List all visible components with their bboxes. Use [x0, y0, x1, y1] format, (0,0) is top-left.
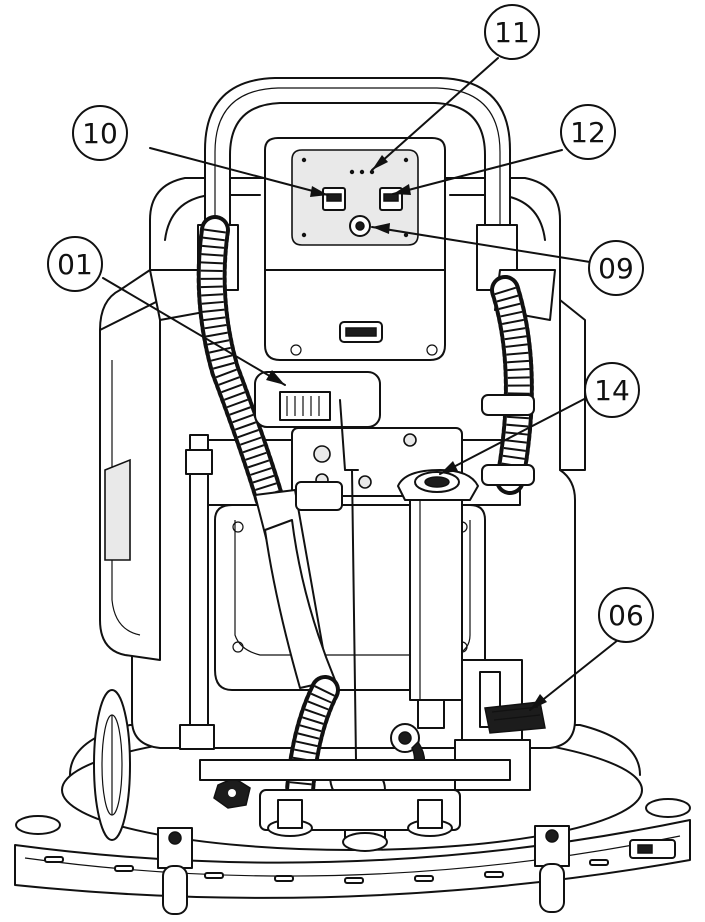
- leader-lines: [102, 57, 619, 711]
- leader-10: [149, 147, 329, 196]
- callout-14: 14: [584, 362, 640, 418]
- callout-14-circle: [584, 362, 640, 418]
- callout-01-label: 01: [57, 248, 93, 281]
- squeegee-slots: [44, 856, 609, 884]
- leader-12: [392, 149, 563, 195]
- callout-06-circle: [598, 587, 654, 643]
- callout-14-label: 14: [594, 374, 630, 407]
- leader-09: [371, 226, 591, 263]
- callout-09: 09: [588, 240, 644, 296]
- arrow-06: [530, 694, 547, 710]
- leader-06: [529, 639, 619, 711]
- arrow-12: [393, 184, 411, 195]
- callout-12-label: 12: [570, 116, 606, 149]
- callout-11: 11: [484, 4, 540, 60]
- callout-10: 10: [72, 105, 128, 161]
- callout-12-circle: [560, 104, 616, 160]
- arrow-01: [266, 370, 285, 385]
- callout-10-circle: [72, 105, 128, 161]
- callout-06: 06: [598, 587, 654, 643]
- callout-11-circle: [484, 4, 540, 60]
- leader-11: [371, 57, 499, 171]
- leader-14: [439, 394, 593, 475]
- leader-01: [102, 277, 286, 386]
- callout-01-circle: [47, 236, 103, 292]
- callout-01: 01: [47, 236, 103, 292]
- arrowheads: [266, 155, 547, 710]
- arrow-10: [310, 186, 328, 197]
- callout-12: 12: [560, 104, 616, 160]
- arrow-14: [440, 461, 458, 474]
- arrow-11: [372, 155, 388, 170]
- caster-right: [534, 825, 570, 913]
- callout-09-circle: [588, 240, 644, 296]
- caster-left: [157, 827, 193, 915]
- machine-illustration: [14, 77, 691, 915]
- arrow-09: [372, 223, 390, 234]
- callout-06-label: 06: [608, 599, 644, 632]
- callout-09-label: 09: [598, 252, 634, 285]
- callout-10-label: 10: [82, 117, 118, 150]
- callout-11-label: 11: [494, 16, 530, 49]
